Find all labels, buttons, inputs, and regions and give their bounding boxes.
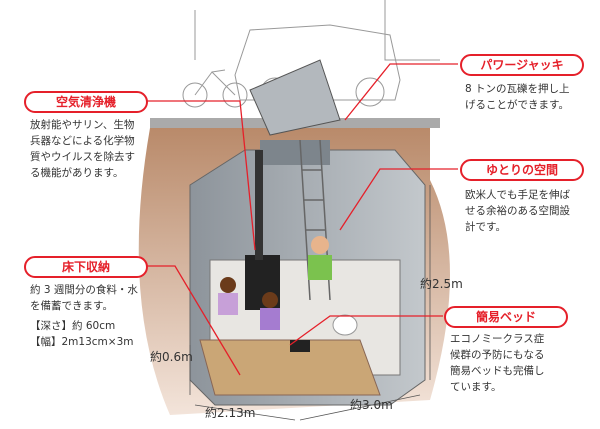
desc-line: 放射能やサリン、生物 <box>30 119 135 131</box>
desc-line: 計です。 <box>465 221 506 233</box>
air-purifier-description: 放射能やサリン、生物 兵器などによる化学物 質やウイルスを除去す る機能がありま… <box>30 117 135 181</box>
power-jack-description: 8 トンの瓦礫を押し上 げることができます。 <box>465 81 570 113</box>
power-jack-badge: パワージャッキ <box>460 54 584 76</box>
people <box>218 236 358 352</box>
simple-bed-badge: 簡易ベッド <box>444 306 568 328</box>
desc-line: 欧米人でも手足を伸ば <box>465 189 570 201</box>
desc-line: ています。 <box>450 381 502 393</box>
air-purifier-badge: 空気清浄機 <box>24 91 148 113</box>
underfloor-storage-badge: 床下収納 <box>24 256 148 278</box>
callout-leader-lines <box>147 63 458 376</box>
desc-line: を備蓄できます。 <box>30 300 113 312</box>
spec-depth: 【深さ】約 60cm <box>30 320 116 332</box>
desc-line: 8 トンの瓦礫を押し上 <box>465 83 570 95</box>
dimension-length: 約3.0m <box>350 398 393 412</box>
power-jack-hatch <box>249 59 341 136</box>
dimension-height: 約2.5m <box>420 277 463 291</box>
shelter-body <box>189 140 426 406</box>
simple-bed-description: エコノミークラス症 候群の予防にもなる 簡易ベッドも完備し ています。 <box>450 331 545 395</box>
dimension-width: 約2.13m <box>205 406 256 420</box>
desc-line: エコノミークラス症 <box>450 333 545 345</box>
dimension-lines <box>189 185 431 421</box>
spec-width: 【幅】2m13cm×3m <box>30 336 134 348</box>
spacious-room-badge: ゆとりの空間 <box>460 159 584 181</box>
desc-line: 候群の予防にもなる <box>450 349 545 361</box>
underfloor-storage-description: 約 3 週間分の食料・水 を備蓄できます。 【深さ】約 60cm 【幅】2m13… <box>30 282 138 350</box>
dimension-depth: 約0.6m <box>150 350 193 364</box>
desc-line: げることができます。 <box>465 99 569 111</box>
desc-line: る機能があります。 <box>30 167 124 179</box>
desc-line: せる余裕のある空間設 <box>465 205 570 217</box>
desc-line: 兵器などによる化学物 <box>30 135 135 147</box>
spacious-room-description: 欧米人でも手足を伸ば せる余裕のある空間設 計です。 <box>465 187 570 235</box>
desc-line: 約 3 週間分の食料・水 <box>30 284 138 296</box>
desc-line: 簡易ベッドも完備し <box>450 365 545 377</box>
desc-line: 質やウイルスを除去す <box>30 151 135 163</box>
